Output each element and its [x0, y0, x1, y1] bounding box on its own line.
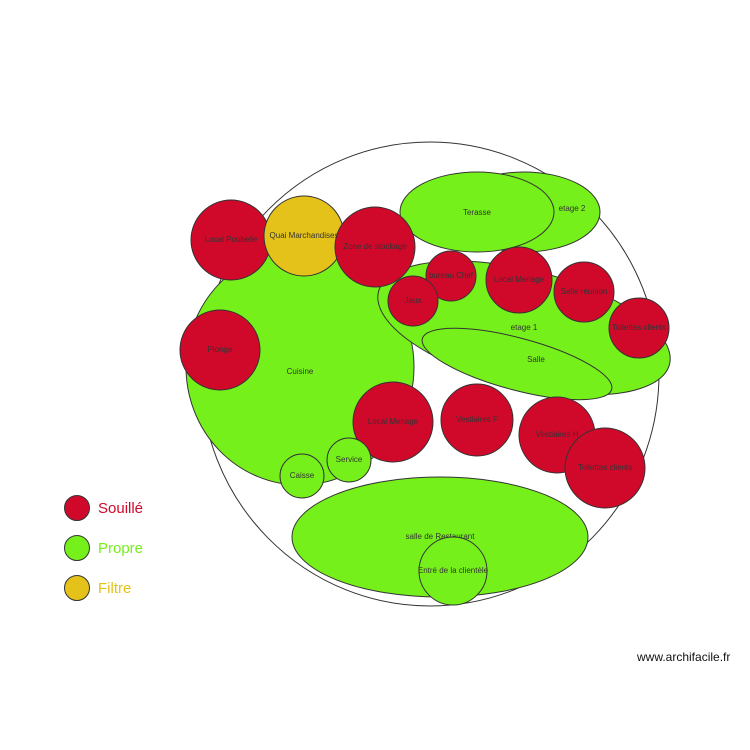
svg-text:Cuisine: Cuisine — [287, 367, 314, 376]
svg-text:Local Menage: Local Menage — [368, 417, 419, 426]
zone-salle[interactable]: Salle — [416, 314, 619, 415]
svg-text:Local Menage: Local Menage — [494, 275, 545, 284]
svg-text:Jeux: Jeux — [405, 296, 422, 305]
zone-toilettes-clients-top[interactable]: Toilettes clients — [608, 297, 670, 359]
zone-bureau-chef[interactable]: bureau Chef — [425, 250, 477, 302]
legend-item-souille: Souillé — [64, 494, 143, 522]
svg-text:Service: Service — [336, 455, 363, 464]
legend-swatch-filtre — [64, 575, 90, 601]
svg-text:Toilettes clients: Toilettes clients — [612, 323, 666, 332]
svg-text:bureau Chef: bureau Chef — [429, 271, 474, 280]
zone-zone-stockage[interactable]: Zone de stockage — [334, 206, 416, 288]
zone-service[interactable]: Service — [326, 437, 372, 483]
zone-vestiaires-f[interactable]: Vestiaires F — [440, 383, 514, 457]
svg-text:Plonge: Plonge — [208, 345, 233, 354]
zone-local-poubelle[interactable]: Local Poubelle — [190, 199, 272, 281]
zone-quai-marchandises[interactable]: Quai Marchandises — [263, 195, 345, 277]
svg-text:Salle reunion: Salle reunion — [561, 287, 608, 296]
svg-text:Toilettes clients: Toilettes clients — [578, 463, 632, 472]
zone-jeux[interactable]: Jeux — [387, 275, 439, 327]
legend-label-propre: Propre — [98, 539, 144, 557]
svg-text:Salle: Salle — [527, 355, 545, 364]
svg-text:Quai Marchandises: Quai Marchandises — [270, 231, 339, 240]
svg-text:Entré de la clientèle: Entré de la clientèle — [418, 566, 489, 575]
legend-swatch-souille — [64, 495, 90, 521]
zone-local-menage-bottom[interactable]: Local Menage — [352, 381, 434, 463]
svg-text:Local Poubelle: Local Poubelle — [205, 235, 258, 244]
watermark: www.archifacile.fr — [637, 650, 731, 664]
svg-text:Terasse: Terasse — [463, 208, 492, 217]
zone-caisse[interactable]: Caisse — [279, 453, 325, 499]
zone-terasse[interactable]: Terasse — [399, 171, 555, 253]
legend: Souillé Propre Filtre — [64, 494, 143, 614]
zone-entree-clientele[interactable]: Entré de la clientèle — [418, 536, 489, 606]
legend-item-propre: Propre — [64, 534, 143, 562]
svg-text:salle de Restaurant: salle de Restaurant — [406, 532, 476, 541]
svg-text:Vestiaires H: Vestiaires H — [536, 430, 579, 439]
zone-plonge[interactable]: Plonge — [179, 309, 261, 391]
svg-text:Caisse: Caisse — [290, 471, 315, 480]
svg-text:Vestiaires F: Vestiaires F — [456, 415, 498, 424]
zone-local-menage-top[interactable]: Local Menage — [485, 246, 553, 314]
legend-item-filtre: Filtre — [64, 574, 143, 602]
legend-swatch-propre — [64, 535, 90, 561]
zone-salle-restaurant[interactable]: salle de Restaurant — [291, 476, 589, 598]
zone-salle-reunion[interactable]: Salle reunion — [553, 261, 615, 323]
svg-text:Zone de stockage: Zone de stockage — [343, 242, 407, 251]
legend-label-filtre: Filtre — [98, 579, 132, 597]
svg-text:etage 1: etage 1 — [511, 323, 538, 332]
legend-label-souille: Souillé — [98, 499, 144, 517]
zone-toilettes-clients-bottom[interactable]: Toilettes clients — [564, 427, 646, 509]
svg-text:etage 2: etage 2 — [559, 204, 586, 213]
